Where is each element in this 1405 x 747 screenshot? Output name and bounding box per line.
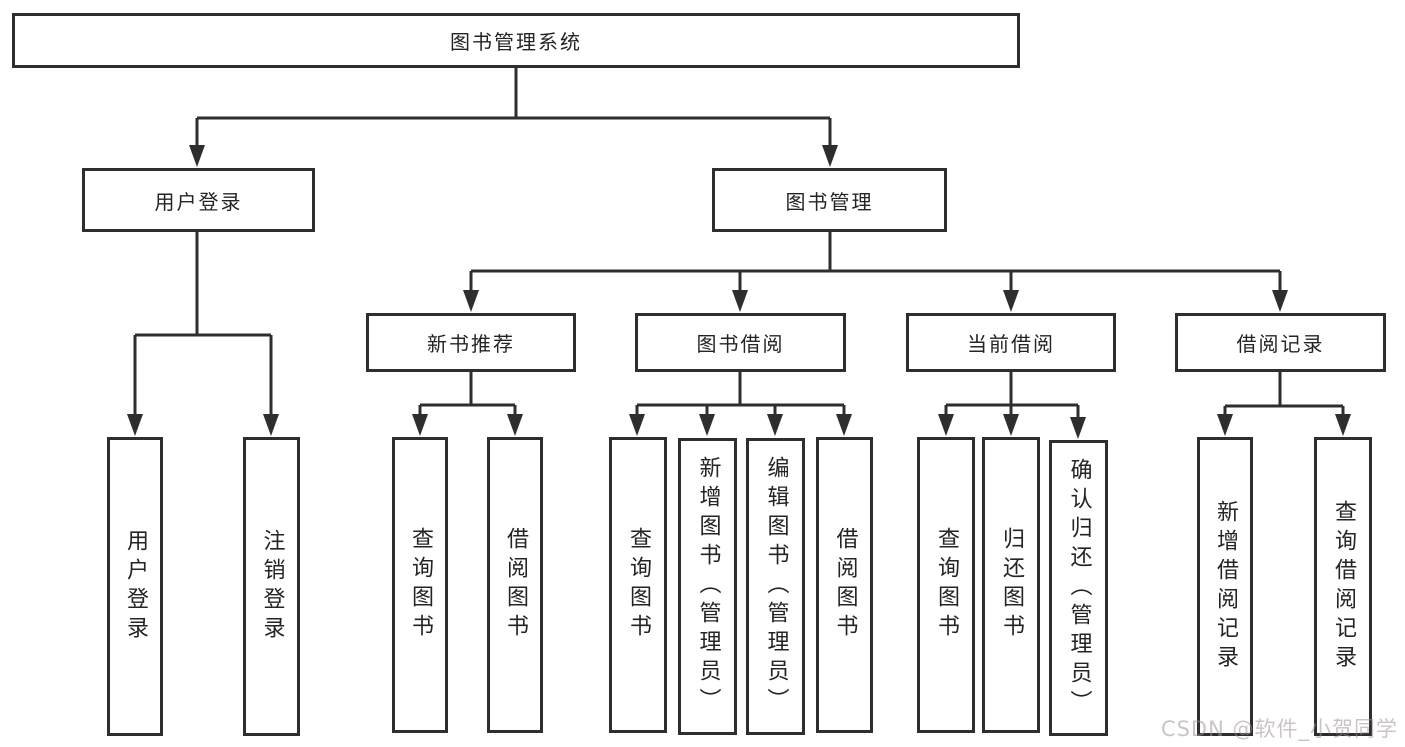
arrowhead-icon <box>1003 414 1019 436</box>
arrowhead-icon <box>732 290 748 312</box>
arrowhead-icon <box>629 414 645 436</box>
node-user-login: 用户登录 <box>82 168 315 232</box>
node-borrowing-records: 借阅记录 <box>1175 313 1386 372</box>
arrowhead-icon <box>836 414 852 436</box>
arrowhead-icon <box>263 414 279 436</box>
arrowhead-icon <box>767 414 783 436</box>
node-book-borrowing: 图书借阅 <box>635 313 846 372</box>
arrowhead-icon <box>127 414 143 436</box>
csdn-watermark: CSDN @软件_小贺同学 <box>1160 717 1398 741</box>
node-leaf-add-borrow-record: 新增借阅记录 <box>1197 437 1253 736</box>
arrowhead-icon <box>189 145 205 167</box>
arrowhead-icon <box>463 290 479 312</box>
arrowhead-icon <box>1217 414 1233 436</box>
arrowhead-icon <box>1272 290 1288 312</box>
node-root: 图书管理系统 <box>12 13 1020 68</box>
arrowhead-icon <box>699 414 715 436</box>
arrowhead-icon <box>938 414 954 436</box>
node-current-borrowing: 当前借阅 <box>906 313 1116 372</box>
arrowhead-icon <box>1003 290 1019 312</box>
node-leaf-borrow-books-1: 借阅图书 <box>487 437 543 733</box>
arrowhead-icon <box>1335 414 1351 436</box>
node-leaf-edit-books: 编辑图书（管理员） <box>746 438 805 735</box>
node-new-book-recommendation: 新书推荐 <box>366 313 576 372</box>
node-leaf-user-login: 用户登录 <box>107 437 163 736</box>
node-leaf-borrow-books-2: 借阅图书 <box>816 437 873 733</box>
node-leaf-return-books: 归还图书 <box>982 437 1040 733</box>
arrowhead-icon <box>412 414 428 436</box>
node-leaf-add-books: 新增图书（管理员） <box>678 438 737 735</box>
node-leaf-query-borrow-record: 查询借阅记录 <box>1314 437 1372 736</box>
arrowhead-icon <box>1070 417 1086 439</box>
node-leaf-confirm-return: 确认归还（管理员） <box>1049 440 1108 736</box>
node-leaf-query-books-1: 查询图书 <box>392 437 448 733</box>
node-book-management: 图书管理 <box>712 168 947 232</box>
node-leaf-query-books-2: 查询图书 <box>609 437 667 733</box>
arrowhead-icon <box>507 414 523 436</box>
node-leaf-logout: 注销登录 <box>243 437 300 736</box>
arrowhead-icon <box>822 145 838 167</box>
node-leaf-query-books-3: 查询图书 <box>917 437 975 733</box>
